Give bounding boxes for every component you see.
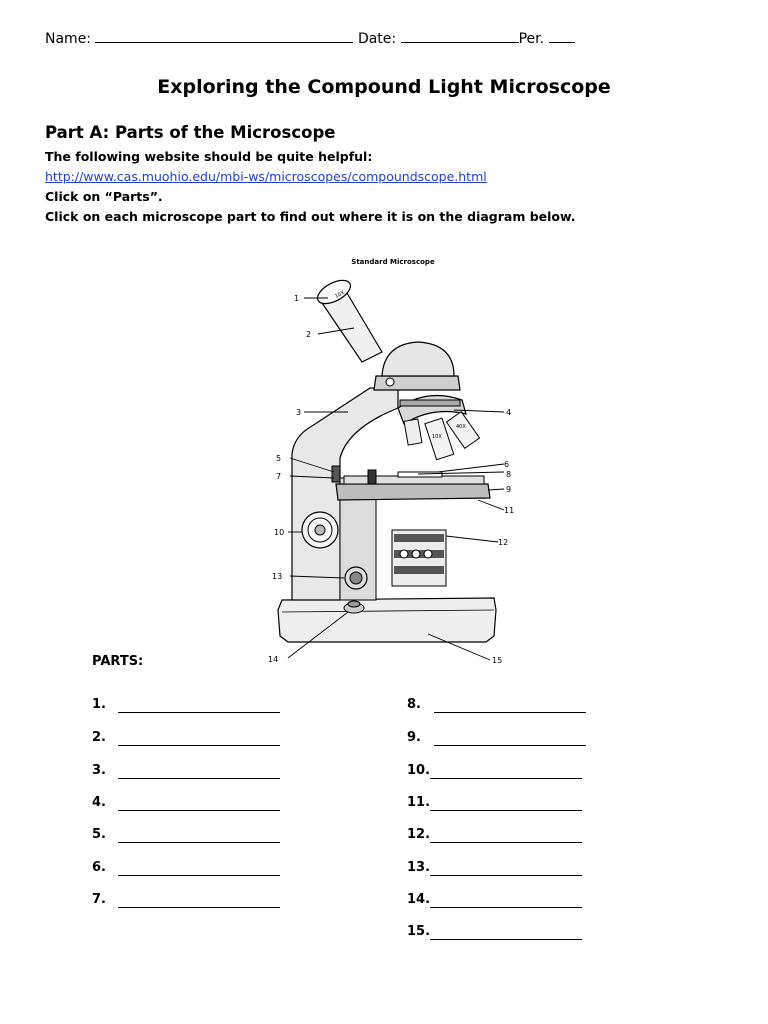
part-number-4: 4.	[92, 795, 106, 810]
part-number-13: 13.	[407, 860, 431, 875]
part-number-6: 6.	[92, 860, 106, 875]
click-each-part-instruction: Click on each microscope part to find ou…	[45, 209, 576, 224]
part-answer-13[interactable]	[430, 875, 582, 876]
callout-3: 3	[296, 408, 301, 417]
part-number-12: 12.	[407, 827, 431, 842]
period-label: Per.	[518, 31, 545, 47]
worksheet-header: Name: Date: Per.	[45, 31, 575, 47]
callout-2: 2	[306, 330, 311, 339]
callout-14: 14	[268, 655, 278, 664]
name-label: Name:	[45, 31, 92, 47]
part-answer-4[interactable]	[118, 810, 280, 811]
part-number-9: 9.	[407, 730, 421, 745]
part-answer-15[interactable]	[430, 939, 582, 940]
callout-1: 1	[294, 294, 299, 303]
callout-13: 13	[272, 572, 282, 581]
microscope-stage	[335, 483, 491, 501]
part-number-14: 14.	[407, 892, 431, 907]
part-number-11: 11.	[407, 795, 431, 810]
part-number-2: 2.	[92, 730, 106, 745]
name-blank[interactable]	[95, 32, 354, 43]
page-title: Exploring the Compound Light Microscope	[157, 76, 611, 98]
part-number-15: 15.	[407, 924, 431, 939]
svg-text:10X: 10X	[334, 290, 346, 300]
callout-12: 12	[498, 538, 508, 547]
part-answer-8[interactable]	[434, 712, 586, 713]
part-answer-10[interactable]	[430, 778, 582, 779]
part-answer-6[interactable]	[118, 875, 280, 876]
part-answer-3[interactable]	[118, 778, 280, 779]
callout-7: 7	[276, 472, 281, 481]
callout-9: 9	[506, 485, 511, 494]
part-number-5: 5.	[92, 827, 106, 842]
part-number-3: 3.	[92, 763, 106, 778]
part-answer-2[interactable]	[118, 745, 280, 746]
part-answer-14[interactable]	[430, 907, 582, 908]
part-number-1: 1.	[92, 697, 106, 712]
part-number-10: 10.	[407, 763, 431, 778]
part-answer-9[interactable]	[434, 745, 586, 746]
part-number-8: 8.	[407, 697, 421, 712]
microscope-base	[277, 597, 497, 643]
callout-10: 10	[274, 528, 284, 537]
callout-15: 15	[492, 656, 502, 665]
microscope-website-link[interactable]: http://www.cas.muohio.edu/mbi-ws/microsc…	[45, 169, 487, 184]
callout-4: 4	[506, 408, 511, 417]
callout-8: 8	[506, 470, 511, 479]
part-answer-12[interactable]	[430, 842, 582, 843]
date-blank[interactable]	[400, 32, 519, 43]
date-label: Date:	[357, 31, 397, 47]
part-answer-11[interactable]	[430, 810, 582, 811]
svg-text:10X: 10X	[432, 434, 442, 440]
callout-11: 11	[504, 506, 514, 515]
callout-lines	[287, 297, 505, 661]
microscope-diagram: Standard Microscope 10X 10X 40X	[268, 258, 514, 665]
diagram-caption: Standard Microscope	[351, 258, 435, 266]
part-a-heading: Part A: Parts of the Microscope	[45, 123, 336, 142]
part-answer-7[interactable]	[118, 907, 280, 908]
click-parts-instruction: Click on “Parts”.	[45, 189, 163, 204]
objective-lenses: 10X 40X	[403, 411, 481, 461]
svg-text:40X: 40X	[456, 424, 466, 430]
part-number-7: 7.	[92, 892, 106, 907]
part-answer-5[interactable]	[118, 842, 280, 843]
helpful-site-text: The following website should be quite he…	[45, 149, 373, 164]
stage-clip	[367, 469, 377, 485]
part-answer-1[interactable]	[118, 712, 280, 713]
callout-numbers: 1 2 3 4 5 6 7 8 9 10 11 12 13 14 15	[268, 294, 514, 665]
glass-slide	[397, 471, 443, 478]
parts-heading: PARTS:	[92, 654, 144, 669]
period-blank[interactable]	[548, 32, 575, 43]
callout-5: 5	[276, 454, 281, 463]
callout-6: 6	[504, 460, 509, 469]
